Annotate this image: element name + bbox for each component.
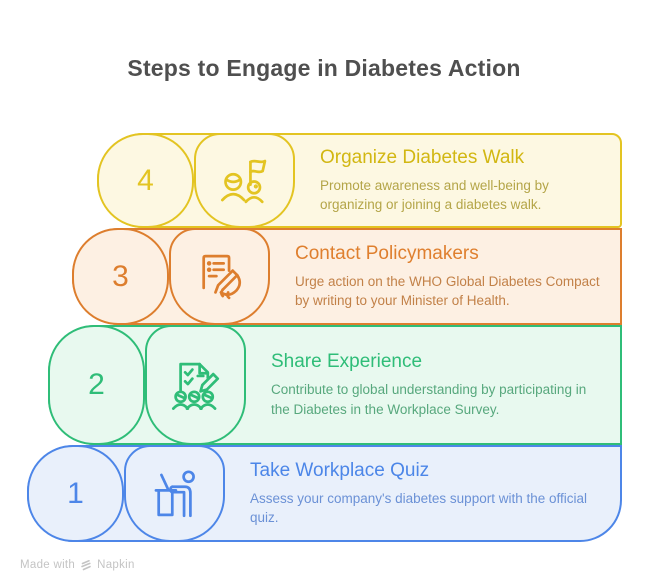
step-row-1: 1 Take Workplace Quiz Assess your compan… xyxy=(27,445,622,542)
step-icon-bubble xyxy=(145,325,246,445)
survey-checklist-people-icon xyxy=(171,362,219,410)
step-text: Organize Diabetes Walk Promote awareness… xyxy=(314,143,620,218)
step-title: Share Experience xyxy=(271,351,423,373)
step-row-2: 2 Share Experience Contribute to global … xyxy=(48,325,622,445)
watermark-brand: Napkin xyxy=(97,559,135,571)
step-title: Organize Diabetes Walk xyxy=(320,146,525,168)
step-title: Contact Policymakers xyxy=(295,242,479,264)
step-icon-bubble xyxy=(124,445,225,542)
step-number-bubble: 2 xyxy=(48,325,145,445)
step-number: 2 xyxy=(88,368,105,401)
step-text: Contact Policymakers Urge action on the … xyxy=(289,239,620,314)
step-description: Promote awareness and well-being by orga… xyxy=(320,177,549,212)
step-number: 1 xyxy=(67,476,84,510)
napkin-strokes-icon xyxy=(81,560,91,571)
step-icon-bubble xyxy=(169,228,270,325)
step-text: Take Workplace Quiz Assess your company'… xyxy=(244,456,611,531)
letter-writing-hand-pen-icon xyxy=(201,254,241,299)
walk-group-flag-icon xyxy=(220,159,266,203)
watermark-prefix: Made with xyxy=(20,559,76,571)
watermark: Made with Napkin xyxy=(20,559,135,571)
step-row-4: 4 Organize Diabetes Walk Promote awarene… xyxy=(97,133,622,228)
page-title: Steps to Engage in Diabetes Action xyxy=(127,55,521,81)
step-row-3: 3 Contact Policymakers Urge action on th… xyxy=(72,228,622,325)
step-description: Assess your company's diabetes support w… xyxy=(250,490,587,525)
steps-stack: 4 Organize Diabetes Walk Promote awarene… xyxy=(27,133,622,542)
step-text: Share Experience Contribute to global un… xyxy=(265,347,620,422)
podium-presenter-icon xyxy=(154,469,195,517)
step-number-bubble: 1 xyxy=(27,445,124,542)
step-number-bubble: 4 xyxy=(97,133,194,228)
step-number: 4 xyxy=(137,163,154,197)
step-title: Take Workplace Quiz xyxy=(250,459,430,481)
step-number-bubble: 3 xyxy=(72,228,169,325)
step-number: 3 xyxy=(112,259,129,293)
step-description: Contribute to global understanding by pa… xyxy=(271,382,587,417)
step-description: Urge action on the WHO Global Diabetes C… xyxy=(295,273,600,308)
step-icon-bubble xyxy=(194,133,295,228)
